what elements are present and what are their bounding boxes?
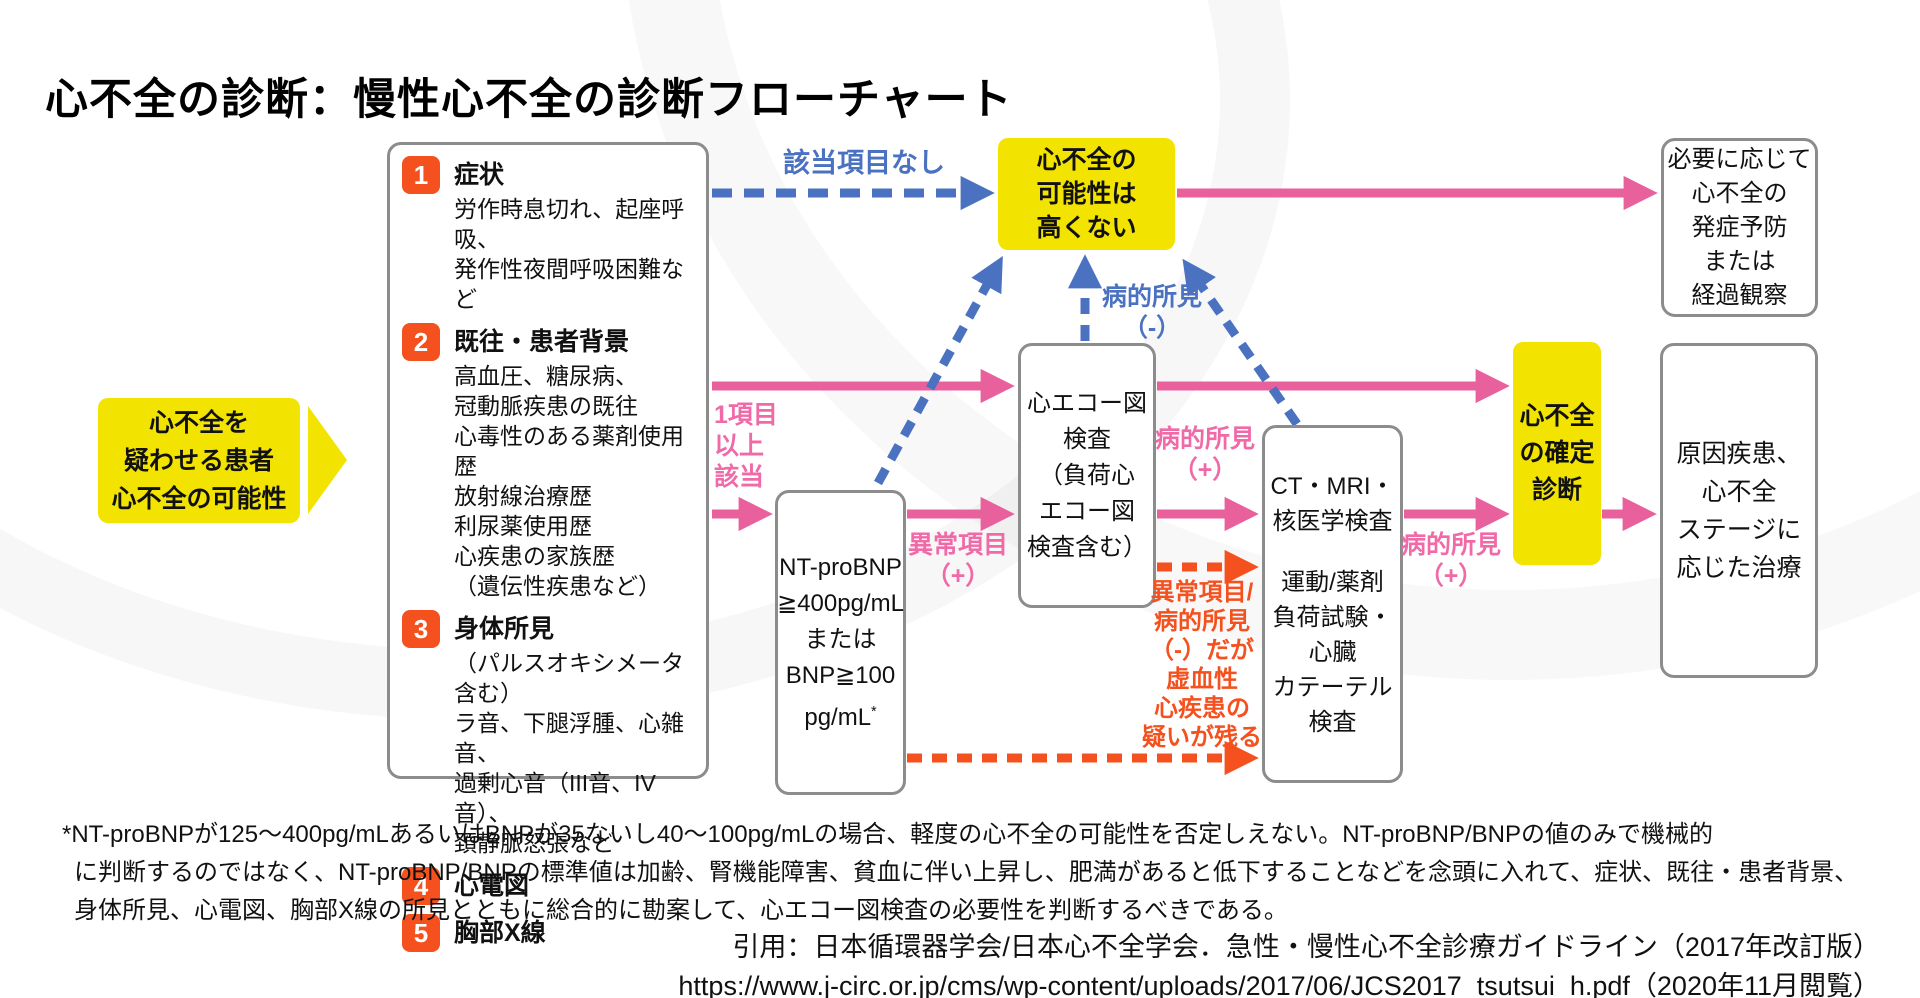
citation-url: https://www.j-circ.or.jp/cms/wp-content/… <box>678 971 1880 998</box>
checklist-item-physical: 3 身体所見 （パルスオキシメータ含む） ラ音、下腿浮腫、心雑音、 過剰心音（I… <box>402 610 696 858</box>
echocardiography-box: 心エコー図 検査 （負荷心 エコー図 検査含む） <box>1018 343 1156 608</box>
label-one-or-more: 1項目 以上 該当 <box>714 401 778 491</box>
item-heading: 心電図 <box>454 872 530 900</box>
item-heading: 身体所見 <box>454 615 555 643</box>
checklist-item-xray: 5 胸部X線 <box>402 914 696 952</box>
arrow-bnp-to-notlikely <box>874 256 1003 486</box>
checklist-box: 1 症状 労作時息切れ、起座呼吸、 発作性夜間呼吸困難など 2 既往・患者背景 … <box>387 142 709 952</box>
treatment-box: 原因疾患、 心不全 ステージに 応じた治療 <box>1660 343 1818 678</box>
item-number-badge: 3 <box>402 610 440 648</box>
not-likely-box: 心不全の 可能性は 高くない <box>998 138 1175 250</box>
item-number-badge: 2 <box>402 323 440 361</box>
arrow-ct-to-notlikely <box>1182 258 1301 427</box>
start-chevron <box>308 406 347 514</box>
confirmed-diagnosis-box: 心不全 の確定 診断 <box>1513 342 1601 565</box>
item-heading: 胸部X線 <box>454 919 546 947</box>
item-heading: 症状 <box>454 161 505 189</box>
start-box: 心不全を 疑わせる患者 心不全の可能性 <box>98 398 300 523</box>
citation: 引用：日本循環器学会/日本心不全学会．急性・慢性心不全診療ガイドライン（2017… <box>360 928 1880 998</box>
item-number-badge: 5 <box>402 914 440 952</box>
label-ischemia-note: 異常項目/ 病的所見 （-）だが 虚血性 心疾患の 疑いが残る <box>1142 579 1262 751</box>
prevention-box: 必要に応じて 心不全の 発症予防 または 経過観察 <box>1661 138 1818 317</box>
checklist-item-symptoms: 1 症状 労作時息切れ、起座呼吸、 発作性夜間呼吸困難など <box>402 156 696 314</box>
ct-mri-box: CT・MRI・ 核医学検査 運動/薬剤 負荷試験・ 心臓 カテーテル 検査 <box>1262 425 1403 783</box>
label-no-items: 該当項目なし <box>783 148 945 178</box>
label-abnormal-plus: 異常項目 （+） <box>907 531 1008 590</box>
item-heading: 既往・患者背景 <box>454 328 630 356</box>
label-pathological-plus-ct: 病的所見 （+） <box>1400 531 1501 590</box>
footnote: *NT-proBNPが125〜400pg/mLあるいはBNPが35ないし40〜1… <box>62 821 1859 924</box>
label-pathological-minus: 病的所見 （-） <box>1101 283 1202 342</box>
checklist-item-history: 2 既往・患者背景 高血圧、糖尿病、 冠動脈疾患の既往 心毒性のある薬剤使用歴 … <box>402 323 696 601</box>
item-number-badge: 1 <box>402 156 440 194</box>
item-number-badge: 4 <box>402 867 440 905</box>
checklist-item-ecg: 4 心電図 <box>402 867 696 905</box>
label-pathological-plus-echo: 病的所見 （+） <box>1154 425 1255 484</box>
bnp-threshold-box: NT-proBNP ≧400pg/mL または BNP≧100 pg/mL* <box>775 490 906 795</box>
footnote-asterisk: * <box>871 703 877 720</box>
page-title: 心不全の診断：慢性心不全の診断フローチャート <box>45 75 1013 124</box>
citation-source: 引用：日本循環器学会/日本心不全学会．急性・慢性心不全診療ガイドライン（2017… <box>732 932 1880 962</box>
